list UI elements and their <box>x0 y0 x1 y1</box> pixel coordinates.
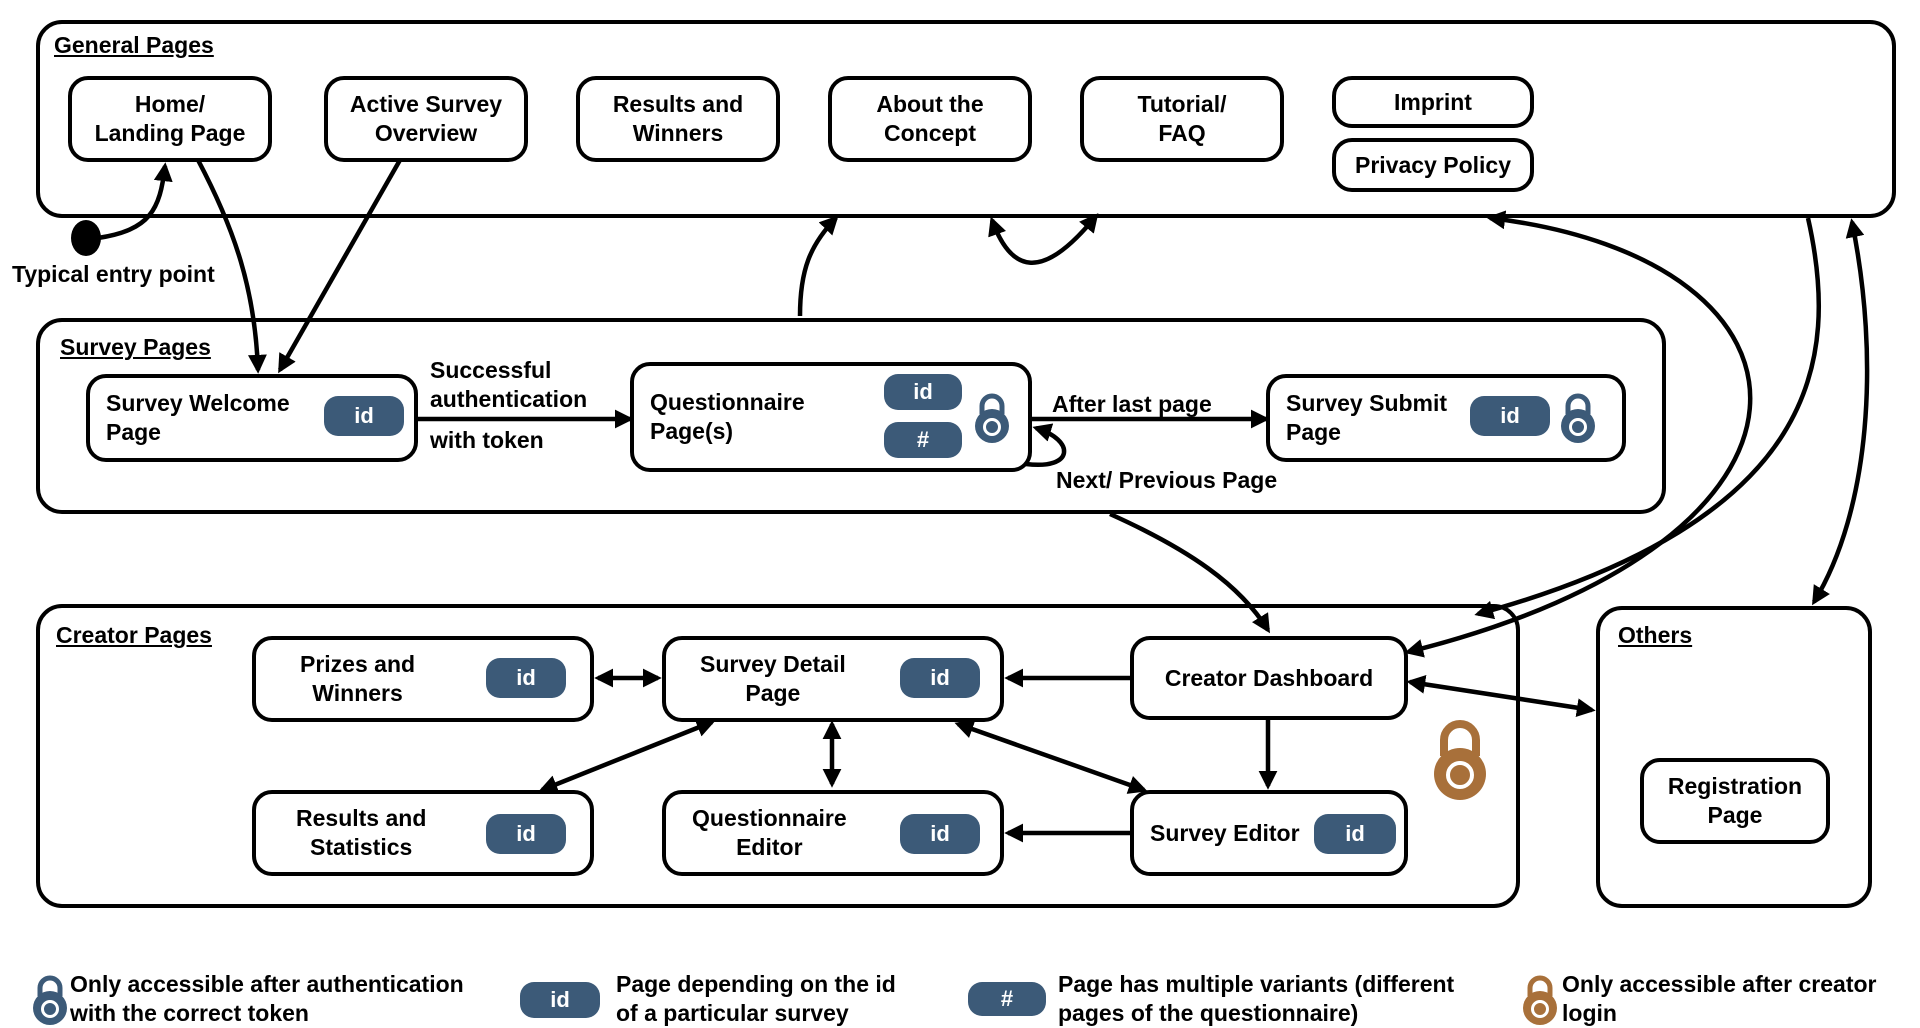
home-landing-page-label: Home/ Landing Page <box>94 91 246 146</box>
home-to-welcome-arrow <box>196 158 267 374</box>
id-badge: id <box>486 658 566 698</box>
legend-hash-badge: # <box>968 982 1046 1016</box>
next-previous-page-label: Next/ Previous Page <box>1056 467 1278 493</box>
privacy-policy-label: Privacy Policy <box>1355 151 1511 178</box>
id-badge: id <box>900 814 980 854</box>
hash-badge: # <box>884 422 962 458</box>
about-the-concept-label: About the Concept <box>876 91 984 146</box>
registration-page-node[interactable]: Registration Page <box>1640 758 1830 844</box>
id-badge: id <box>486 814 566 854</box>
imprint-label: Imprint <box>1394 88 1472 115</box>
id-badge: id <box>1470 396 1550 436</box>
survey-submit-page-label: Survey Submit Page <box>1286 390 1448 445</box>
creator-lock-icon <box>1434 720 1486 800</box>
others-title: Others <box>1618 622 1693 648</box>
token-lock-icon <box>975 393 1009 443</box>
survey-welcome-page-node[interactable]: Survey Welcome Page <box>86 374 418 462</box>
legend-hash-badge-text: Page has multiple variants (different pa… <box>1058 971 1455 1026</box>
survey-pages-title: Survey Pages <box>60 334 211 360</box>
prizes-and-winners-label: Prizes and Winners <box>300 651 416 706</box>
general-loop-arrow <box>988 213 1099 265</box>
survey-editor-node[interactable]: Survey Editor <box>1130 790 1408 876</box>
id-badge: id <box>900 658 980 698</box>
privacy-policy-node[interactable]: Privacy Policy <box>1332 138 1534 192</box>
id-badge: id <box>884 374 962 410</box>
active-to-welcome-arrow <box>278 158 402 374</box>
id-badge: id <box>1314 814 1396 854</box>
questionnaire-pages-node[interactable]: Questionnaire Page(s) <box>630 362 1032 472</box>
after-last-page-label: After last page <box>1052 391 1212 417</box>
results-and-winners-label: Results and Winners <box>612 91 744 146</box>
dashboard-general-arrow <box>1404 210 1753 658</box>
entry-point-label: Typical entry point <box>12 261 215 287</box>
token-label: with token <box>430 427 544 453</box>
legend-creator-lock-icon <box>1523 975 1557 1025</box>
survey-to-general-arrow <box>797 215 839 317</box>
active-survey-overview-label: Active Survey Overview <box>349 91 503 146</box>
about-the-concept-node[interactable]: About the Concept <box>828 76 1032 162</box>
others-group <box>1596 606 1872 908</box>
tutorial-faq-node[interactable]: Tutorial/ FAQ <box>1080 76 1284 162</box>
registration-page-label: Registration Page <box>1667 773 1803 828</box>
token-lock-icon <box>1561 393 1595 443</box>
imprint-node[interactable]: Imprint <box>1332 76 1534 128</box>
survey-pages-group <box>36 318 1666 514</box>
results-and-statistics-label: Results and Statistics <box>296 805 427 860</box>
results-and-winners-node[interactable]: Results and Winners <box>576 76 780 162</box>
creator-pages-title: Creator Pages <box>56 622 212 648</box>
legend-id-badge-text: Page depending on the id of a particular… <box>616 971 896 1026</box>
survey-welcome-page-label: Survey Welcome Page <box>106 390 290 445</box>
questionnaire-editor-label: Questionnaire Editor <box>692 805 847 860</box>
general-pages-title: General Pages <box>54 32 214 58</box>
legend-token-lock-icon <box>33 975 67 1025</box>
survey-detail-page-label: Survey Detail Page <box>700 651 846 706</box>
detail-results-arrow <box>538 718 716 794</box>
legend-creator-lock-text: Only accessible after creator login <box>1562 971 1877 1026</box>
general-pages-group <box>36 20 1896 218</box>
survey-to-dashboard-arrow <box>1109 511 1270 634</box>
survey-detail-page-node[interactable]: Survey Detail Page <box>662 636 1004 722</box>
creator-dashboard-node[interactable]: Creator Dashboard <box>1130 636 1408 720</box>
auth-label: Successful authentication <box>430 357 588 412</box>
entry-point-dot <box>71 220 101 256</box>
questionnaire-pages-label: Questionnaire Page(s) <box>650 389 805 444</box>
general-others-arrow <box>1812 218 1870 606</box>
legend-token-lock-text: Only accessible after authentication wit… <box>70 971 464 1026</box>
creator-pages-group <box>36 604 1520 908</box>
legend-id-badge: id <box>520 982 600 1018</box>
self-loop-arrow <box>1025 423 1067 468</box>
id-badge: id <box>324 396 404 436</box>
home-landing-page-node[interactable]: Home/ Landing Page <box>68 76 272 162</box>
tutorial-faq-label: Tutorial/ FAQ <box>1137 91 1227 146</box>
survey-editor-label: Survey Editor <box>1150 819 1300 846</box>
detail-editor-arrow <box>954 720 1148 794</box>
creator-dashboard-label: Creator Dashboard <box>1164 664 1374 691</box>
active-survey-overview-node[interactable]: Active Survey Overview <box>324 76 528 162</box>
dashboard-others-arrow <box>1406 674 1596 718</box>
